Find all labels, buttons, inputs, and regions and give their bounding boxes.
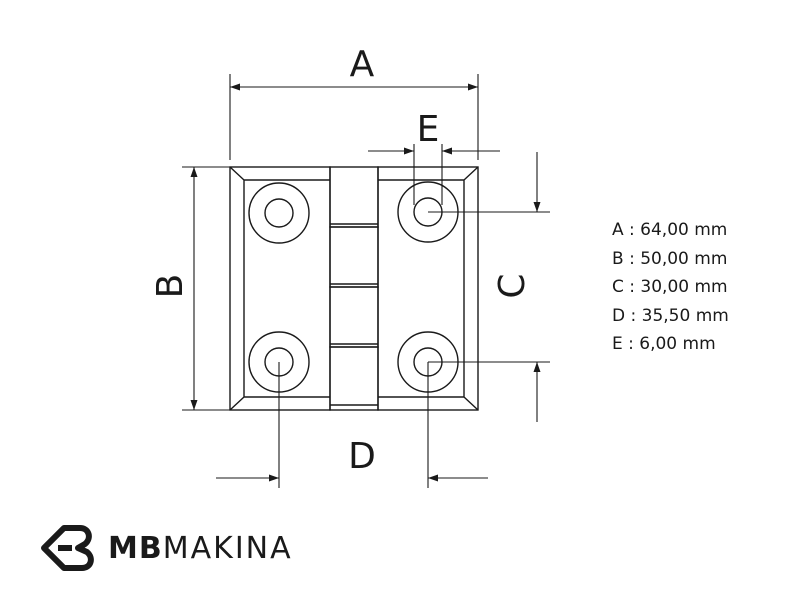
dimension-d (216, 362, 488, 488)
dimension-a (229, 74, 479, 160)
spec-item-b: B : 50,00 mm (612, 248, 728, 269)
brand-name-light: MAKINA (162, 530, 293, 566)
spec-item-e: E : 6,00 mm (612, 334, 716, 355)
dimension-spec-list: A : 64,00 mm B : 50,00 mm C : 30,00 mm D… (612, 218, 729, 361)
knuckle-segment-2 (329, 226, 379, 288)
label-e: E (417, 109, 440, 150)
label-b: B (150, 274, 191, 299)
dimension-e (368, 144, 500, 205)
dimension-lines (182, 74, 550, 488)
left-leaf-outer (229, 166, 331, 411)
dimension-labels: A E B C D (150, 44, 533, 477)
brand-logo: MBMAKINA (40, 518, 293, 578)
dimension-b (182, 166, 230, 411)
spec-item-d: D : 35,50 mm (612, 305, 729, 326)
left-leaf-bevel (229, 166, 330, 411)
screw-hole-top-left (248, 182, 310, 244)
dimension-c (428, 152, 550, 422)
label-c: C (492, 273, 533, 298)
mb-logo-icon (41, 525, 94, 571)
brand-name-bold: MB (108, 530, 163, 566)
brand-name: MBMAKINA (108, 531, 293, 566)
knuckle-segment-3 (329, 286, 379, 348)
right-leaf-bevel (378, 166, 479, 411)
spec-item-c: C : 30,00 mm (612, 277, 728, 298)
label-a: A (350, 44, 375, 85)
knuckle-segment-1 (329, 166, 379, 228)
spec-item-a: A : 64,00 mm (612, 220, 728, 240)
hinge-outline (229, 166, 479, 411)
knuckle-segment-4 (329, 346, 379, 411)
label-d: D (348, 436, 376, 477)
